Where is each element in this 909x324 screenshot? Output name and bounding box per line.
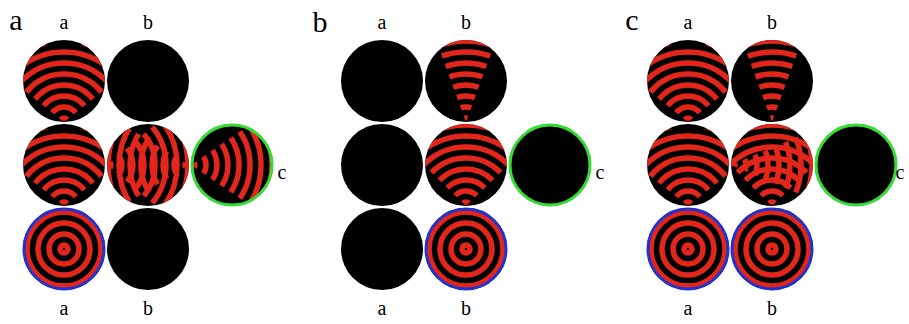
- resonator-disk: [509, 124, 591, 206]
- resonator: [509, 124, 591, 206]
- port-label: a: [60, 12, 69, 32]
- resonator: [341, 124, 423, 206]
- resonator-disk: [647, 208, 729, 290]
- resonator-disk: [23, 208, 105, 290]
- resonator: [23, 208, 105, 290]
- resonator-outline: [510, 125, 590, 205]
- wave-front: [27, 212, 101, 286]
- port-label: b: [461, 298, 471, 318]
- resonator-outline: [732, 209, 812, 289]
- wave-front: [672, 106, 790, 224]
- resonator-disk: [341, 124, 423, 206]
- wave-front: [60, 245, 68, 253]
- wave-front: [757, 234, 787, 264]
- resonator: [107, 40, 189, 122]
- port-label: b: [767, 298, 777, 318]
- wave-front: [451, 234, 481, 264]
- wave-front: [440, 223, 492, 275]
- resonator-disk: [731, 208, 813, 290]
- resonator: [425, 208, 507, 290]
- port-label: b: [143, 12, 153, 32]
- wave-front: [662, 223, 714, 275]
- resonator-disk: [425, 208, 507, 290]
- resonator-disk: [107, 40, 189, 122]
- resonator-outline: [192, 125, 272, 205]
- resonator-disk: [815, 124, 897, 206]
- wave-front: [716, 150, 746, 180]
- port-label: a: [378, 298, 387, 318]
- port-label: b: [461, 12, 471, 32]
- wave-front: [694, 128, 768, 202]
- resonator: [815, 124, 897, 206]
- resonator-disk: [341, 208, 423, 290]
- port-label: c: [896, 162, 905, 182]
- wave-front: [683, 117, 779, 213]
- port-label: a: [684, 298, 693, 318]
- port-label: c: [278, 162, 287, 182]
- wave-front: [49, 234, 79, 264]
- port-label: a: [684, 12, 693, 32]
- port-label: b: [767, 12, 777, 32]
- panel-letter: c: [625, 5, 638, 35]
- resonator: [731, 208, 813, 290]
- resonator-outline: [816, 125, 896, 205]
- resonator-outline: [426, 209, 506, 289]
- resonator: [647, 208, 729, 290]
- resonator-outline: [648, 209, 728, 289]
- wave-front: [746, 223, 798, 275]
- panel-letter: b: [313, 7, 328, 37]
- port-label: c: [596, 162, 605, 182]
- wave-front: [735, 212, 809, 286]
- wave-front: [38, 223, 90, 275]
- resonator: [107, 208, 189, 290]
- panel-letter: a: [9, 5, 22, 35]
- resonator-disk: [341, 40, 423, 122]
- port-label: b: [143, 298, 153, 318]
- wave-front: [705, 139, 757, 191]
- wave-front: [727, 161, 735, 169]
- resonator-outline: [24, 209, 104, 289]
- port-label: a: [378, 12, 387, 32]
- wave-front: [673, 234, 703, 264]
- port-label: a: [60, 298, 69, 318]
- wave-front: [768, 245, 776, 253]
- wave-front: [684, 245, 692, 253]
- wave-front: [429, 212, 503, 286]
- wave-front: [651, 212, 725, 286]
- wave-front: [462, 245, 470, 253]
- resonator-disk: [107, 208, 189, 290]
- resonator: [341, 40, 423, 122]
- resonator: [341, 208, 423, 290]
